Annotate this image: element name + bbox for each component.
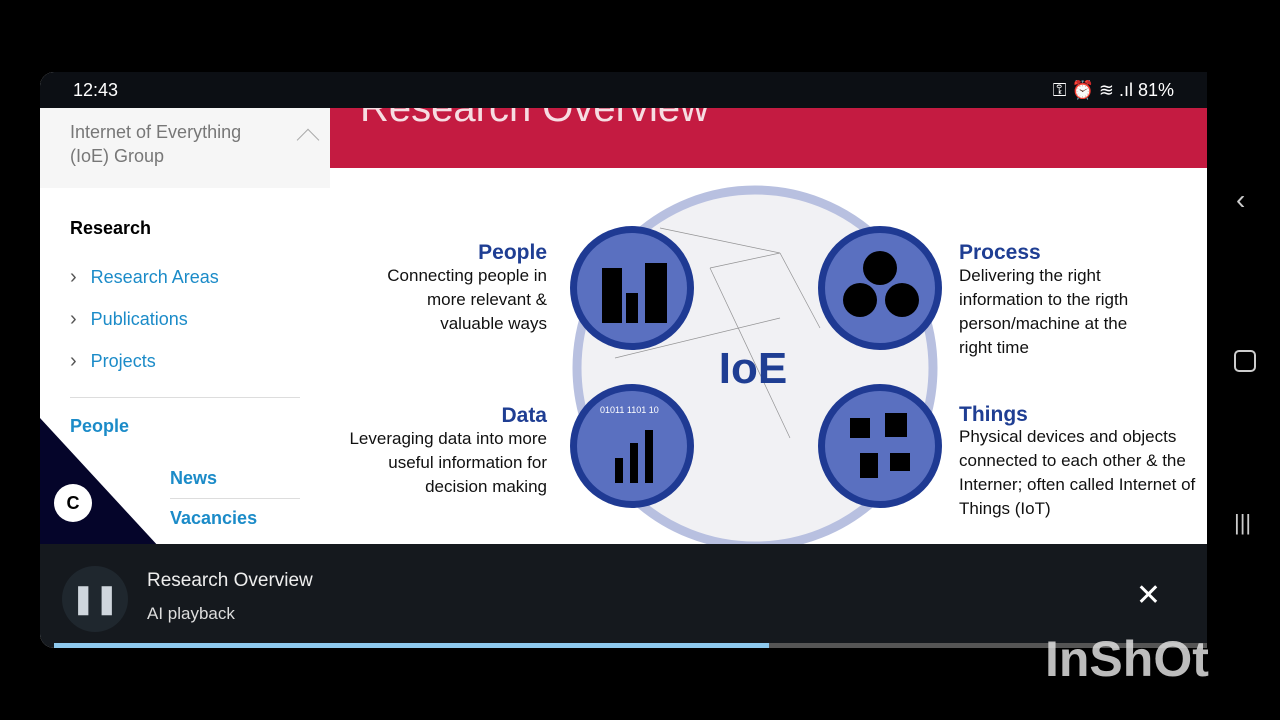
- people-title: People: [478, 241, 547, 264]
- recents-icon[interactable]: |||: [1234, 510, 1252, 535]
- back-icon[interactable]: ‹: [1236, 184, 1246, 215]
- process-text: Delivering the right information to the …: [959, 266, 1129, 357]
- things-title: Things: [959, 403, 1028, 426]
- data-text: Leveraging data into more useful informa…: [349, 429, 547, 496]
- pause-button[interactable]: ❚❚: [62, 566, 128, 632]
- badge-overlay[interactable]: [40, 418, 160, 548]
- people-text: Connecting people in more relevant & val…: [387, 266, 547, 333]
- process-title: Process: [959, 241, 1041, 264]
- divider: [170, 498, 300, 499]
- center-label: IoE: [719, 344, 787, 393]
- link-projects[interactable]: Projects: [70, 350, 156, 373]
- group-toggle[interactable]: Internet of Everything (IoE) Group: [40, 108, 330, 188]
- chevron-up-icon: [296, 128, 320, 152]
- phone-screen: 12:43 ⚿ ⏰ ≋ .ıl 81% Internet of Everythi…: [40, 72, 1207, 648]
- page-title: Research Overview: [360, 108, 710, 130]
- playback-bar: ❚❚ Research Overview AI playback ✕: [40, 544, 1207, 648]
- status-bar: 12:43 ⚿ ⏰ ≋ .ıl 81%: [40, 72, 1207, 108]
- link-people[interactable]: People: [70, 416, 130, 436]
- link-news[interactable]: News: [170, 468, 218, 488]
- data-chart-icon: 01011 1101 10: [570, 384, 694, 508]
- sidebar: Internet of Everything (IoE) Group Resea…: [40, 108, 330, 548]
- data-title: Data: [501, 404, 547, 427]
- page-banner: Research Overview: [330, 108, 1207, 168]
- home-icon[interactable]: [1234, 350, 1256, 372]
- badge-gear-icon[interactable]: C: [54, 484, 92, 522]
- divider: [70, 397, 300, 398]
- people-icon: [570, 226, 694, 350]
- close-icon[interactable]: ✕: [1135, 579, 1161, 612]
- progress-fill: [54, 643, 769, 648]
- link-publications[interactable]: Publications: [70, 308, 188, 331]
- link-research-areas[interactable]: Research Areas: [70, 266, 219, 289]
- battery-level: ⚿ ⏰ ≋ .ıl 81%: [1052, 79, 1174, 100]
- clock: 12:43: [73, 79, 119, 100]
- things-icon: [818, 384, 942, 508]
- link-vacancies[interactable]: Vacancies: [170, 508, 258, 528]
- ioe-diagram: IoE 01011 1101 10 People Connecting peop…: [330, 168, 1207, 548]
- things-text: Physical devices and objects connected t…: [959, 427, 1196, 518]
- playback-subtitle: AI playback: [147, 604, 235, 623]
- svg-text:01011 1101 10: 01011 1101 10: [600, 405, 659, 415]
- playback-progress[interactable]: [54, 643, 1207, 648]
- playback-title: Research Overview: [147, 570, 313, 591]
- diagram-graphic: IoE 01011 1101 10: [570, 185, 942, 548]
- gears-icon: [818, 226, 942, 350]
- watermark: InShOt: [1045, 631, 1209, 687]
- section-research: Research: [70, 218, 152, 238]
